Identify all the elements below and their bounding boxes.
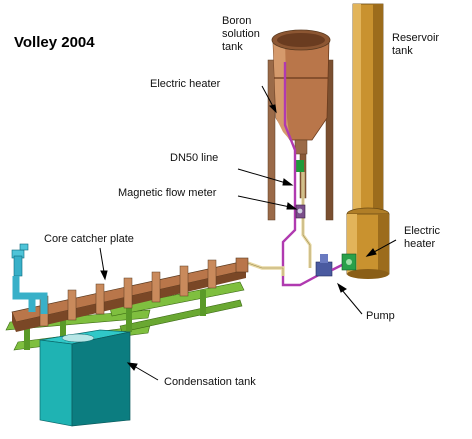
label-boron-tank-3: tank xyxy=(222,41,243,53)
label-reservoir-2: tank xyxy=(392,45,413,57)
magnetic-flow-meter xyxy=(295,204,306,219)
label-condensation-tank: Condensation tank xyxy=(164,376,256,388)
label-dn50-line: DN50 line xyxy=(170,152,219,164)
annotation-arrows xyxy=(99,85,397,381)
vent-pipe xyxy=(11,243,48,314)
reservoir-tank xyxy=(346,3,390,279)
label-core-catcher-plate: Core catcher plate xyxy=(44,233,134,245)
label-reservoir-1: Reservoir xyxy=(392,32,440,44)
label-boron-tank-2: solution xyxy=(222,28,260,40)
label-electric-heater-top: Electric heater xyxy=(150,78,221,90)
label-boron-tank-1: Boron xyxy=(222,15,252,27)
electric-heater-right xyxy=(341,253,357,271)
figure-title: Volley 2004 xyxy=(14,34,95,51)
magenta-line xyxy=(281,62,329,287)
label-electric-heater-right-1: Electric xyxy=(404,225,441,237)
boron-solution-tank xyxy=(271,29,331,172)
label-electric-heater-right-2: heater xyxy=(404,238,436,250)
dn50-line xyxy=(301,172,312,268)
label-magnetic-flow-meter: Magnetic flow meter xyxy=(118,187,217,199)
core-catcher-plate xyxy=(11,257,249,332)
label-pump: Pump xyxy=(366,310,395,322)
condensation-tank xyxy=(39,329,131,427)
